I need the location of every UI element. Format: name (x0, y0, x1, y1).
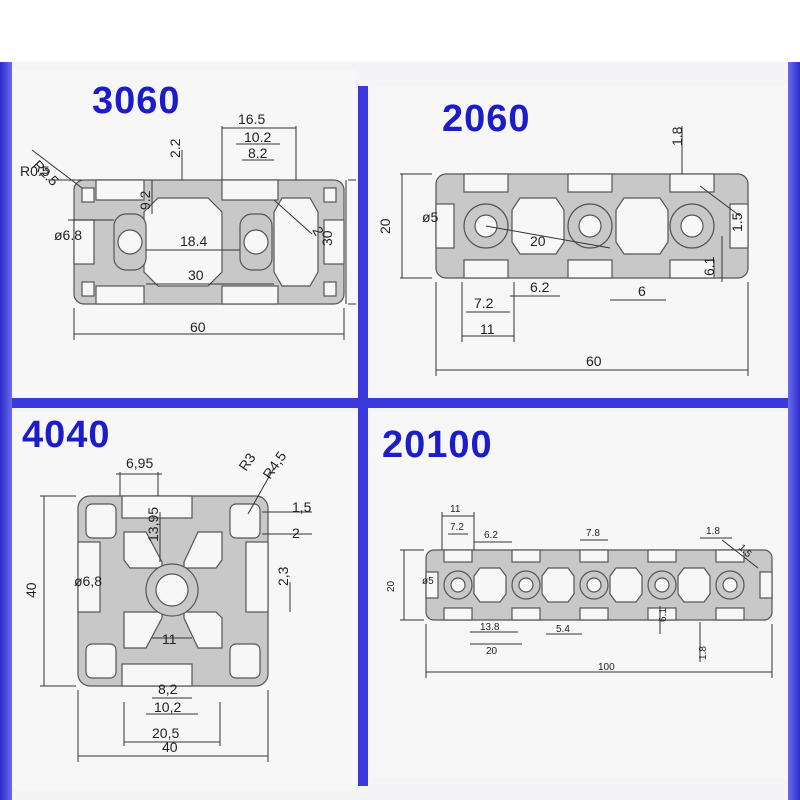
dim-3060-width: 60 (190, 319, 206, 335)
dim-4040-height: 40 (23, 582, 39, 598)
dim-20100-slot-depth: 1.8 (706, 526, 720, 537)
dim-2060-lip: 1.5 (729, 212, 745, 232)
drawing-3060: 60 30 16.5 10.2 8.2 2.2 R2.5 R0.5 9.2 ø6… (20, 111, 356, 340)
dim-4040-slot-inner: 8,2 (158, 681, 178, 697)
panel-3060: 30 60 (12, 70, 356, 396)
dim-4040-r-large: R4,5 (259, 448, 289, 482)
dim-20100-slot-outer: 11 (450, 504, 461, 515)
left-border (0, 62, 12, 800)
top-margin (0, 0, 800, 62)
panel-20100: 20 100 (370, 412, 788, 778)
profile-20100 (425, 549, 773, 621)
dim-20100-width: 100 (598, 662, 615, 673)
dim-2060-slot-side: 6.1 (701, 256, 717, 276)
dim-4040-bore: ø6,8 (74, 573, 102, 589)
dimension-lines-20100 (400, 512, 773, 678)
profile-title-2060: 2060 (442, 98, 531, 140)
dim-2060-bore: ø5 (422, 209, 439, 225)
drawing-2060: 60 20 ø5 20 1.8 1.5 6.1 7.2 6.2 11 6 (377, 126, 749, 376)
dim-2060-slot-bottom: 6 (638, 283, 646, 299)
dim-20100-slot-side: 6.1 (658, 608, 669, 622)
dim-20100-core: 13.8 (480, 622, 500, 633)
vertical-divider (358, 86, 368, 786)
dim-4040-width: 40 (162, 739, 178, 755)
drawing-4040: 40 40 6,95 R3 R4,5 1,5 2 2,3 13,95 ø6,8 … (23, 448, 312, 762)
dim-2060-slot-outer: 11 (480, 321, 495, 337)
dim-3060-side: 9.2 (137, 190, 153, 210)
dim-2060-slot-gap: 7.2 (474, 295, 494, 311)
profile-title-20100: 20100 (382, 424, 493, 466)
dim-4040-lip: 1,5 (292, 499, 312, 515)
dim-3060-slot-inner: 8.2 (248, 145, 268, 161)
dim-4040-slot-mid: 10,2 (154, 699, 181, 715)
dim-2060-height: 20 (377, 218, 393, 234)
dim-2060-slot-depth: 1.8 (669, 126, 685, 146)
bore-4040 (155, 573, 189, 607)
horizontal-divider (12, 398, 788, 408)
bore-20100-5 (722, 577, 738, 593)
bore-20100-2 (518, 577, 534, 593)
dim-20100-slot-open: 6.2 (484, 530, 498, 541)
dim-3060-pitch: 30 (188, 267, 204, 283)
dim-4040-wall: 2 (292, 525, 300, 541)
drawing-20100: 100 20 ø5 11 7.2 6.2 7.8 1.8 1.5 13.8 20… (386, 504, 773, 678)
dim-20100-slot-mid: 7.8 (586, 528, 600, 539)
dim-20100-height: 20 (386, 580, 397, 592)
dimension-lines-3060 (31, 126, 356, 340)
bore-2060-3 (680, 214, 704, 238)
dim-2060-width: 60 (586, 353, 602, 369)
dimension-lines-4040 (40, 467, 312, 762)
bore-20100-1 (450, 577, 466, 593)
dim-4040-center: 13,95 (145, 507, 161, 542)
bore-2060-2 (578, 214, 602, 238)
dim-3060-bore: ø6.8 (54, 227, 82, 243)
dim-20100-bore: ø5 (422, 576, 434, 587)
dim-4040-slot-outer: 20,5 (152, 725, 179, 741)
dim-2060-pitch: 20 (530, 233, 546, 249)
panel-2060: 2060 (370, 86, 788, 394)
dim-3060-r-inner: R0.5 (20, 163, 50, 179)
dim-3060-slot-mid: 10.2 (244, 129, 271, 145)
bore-20100-4 (654, 577, 670, 593)
dim-3060-slot-outer: 16.5 (238, 111, 265, 127)
dim-3060-top-wall: 2.2 (167, 138, 183, 158)
profile-2060 (435, 173, 749, 279)
dim-4040-slot-top: 6,95 (126, 455, 153, 471)
dim-3060-height: 30 (319, 230, 335, 246)
dim-20100-bottom-depth: 1.8 (698, 646, 709, 660)
profile-title-3060: 3060 (92, 80, 181, 122)
dim-20100-pitch: 20 (486, 646, 498, 657)
profile-3060 (73, 179, 345, 305)
panel-4040: 40 40 (12, 412, 356, 790)
dim-4040-r-small: R3 (235, 450, 258, 474)
dim-20100-slot-bottom: 5.4 (556, 624, 570, 635)
dim-4040-depth: 2,3 (275, 566, 291, 586)
bore-20100-3 (586, 577, 602, 593)
profile-4040 (77, 495, 269, 687)
dim-4040-core: 11 (162, 631, 177, 647)
profile-title-4040: 4040 (22, 414, 111, 456)
dim-2060-slot-open: 6.2 (530, 279, 550, 295)
dim-20100-slot-gap: 7.2 (450, 522, 464, 533)
right-border (788, 62, 800, 800)
dim-3060-bore-pitch: 18.4 (180, 233, 207, 249)
dimension-lines-2060 (400, 126, 749, 376)
